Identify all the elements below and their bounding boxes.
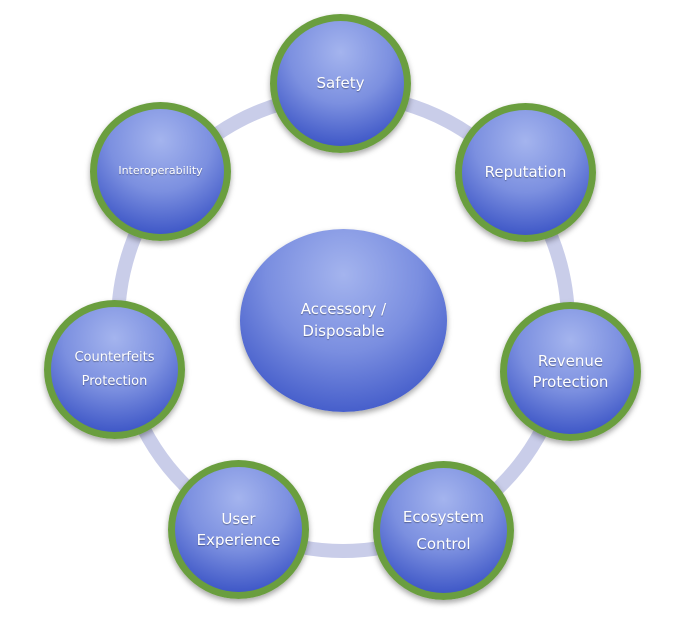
node-ecosystem-control: Ecosystem Control bbox=[373, 461, 514, 600]
node-counterfeits-protection-line-2: Protection bbox=[81, 373, 148, 389]
node-ecosystem-control-line-1: Ecosystem bbox=[402, 508, 485, 527]
center-node-line-1: Accessory / bbox=[300, 299, 387, 318]
node-ecosystem-control-line-2: Control bbox=[416, 534, 471, 553]
node-reputation: Reputation bbox=[455, 103, 596, 242]
center-node-line-2: Disposable bbox=[302, 321, 385, 340]
center-node: Accessory / Disposable bbox=[240, 229, 447, 412]
node-interoperability-label: Interoperability bbox=[118, 164, 203, 178]
node-safety-label: Safety bbox=[316, 74, 365, 93]
node-user-experience-line-1: User bbox=[221, 510, 256, 529]
node-revenue-protection: Revenue Protection bbox=[500, 302, 641, 441]
node-revenue-protection-line-1: Revenue bbox=[537, 352, 604, 371]
node-user-experience: User Experience bbox=[168, 460, 309, 599]
node-revenue-protection-line-2: Protection bbox=[532, 372, 609, 391]
node-counterfeits-protection: Counterfeits Protection bbox=[44, 300, 185, 439]
node-reputation-label: Reputation bbox=[484, 163, 567, 182]
node-interoperability: Interoperability bbox=[90, 102, 231, 241]
node-safety: Safety bbox=[270, 14, 411, 153]
node-user-experience-line-2: Experience bbox=[196, 530, 281, 549]
node-counterfeits-protection-line-1: Counterfeits bbox=[74, 349, 155, 365]
